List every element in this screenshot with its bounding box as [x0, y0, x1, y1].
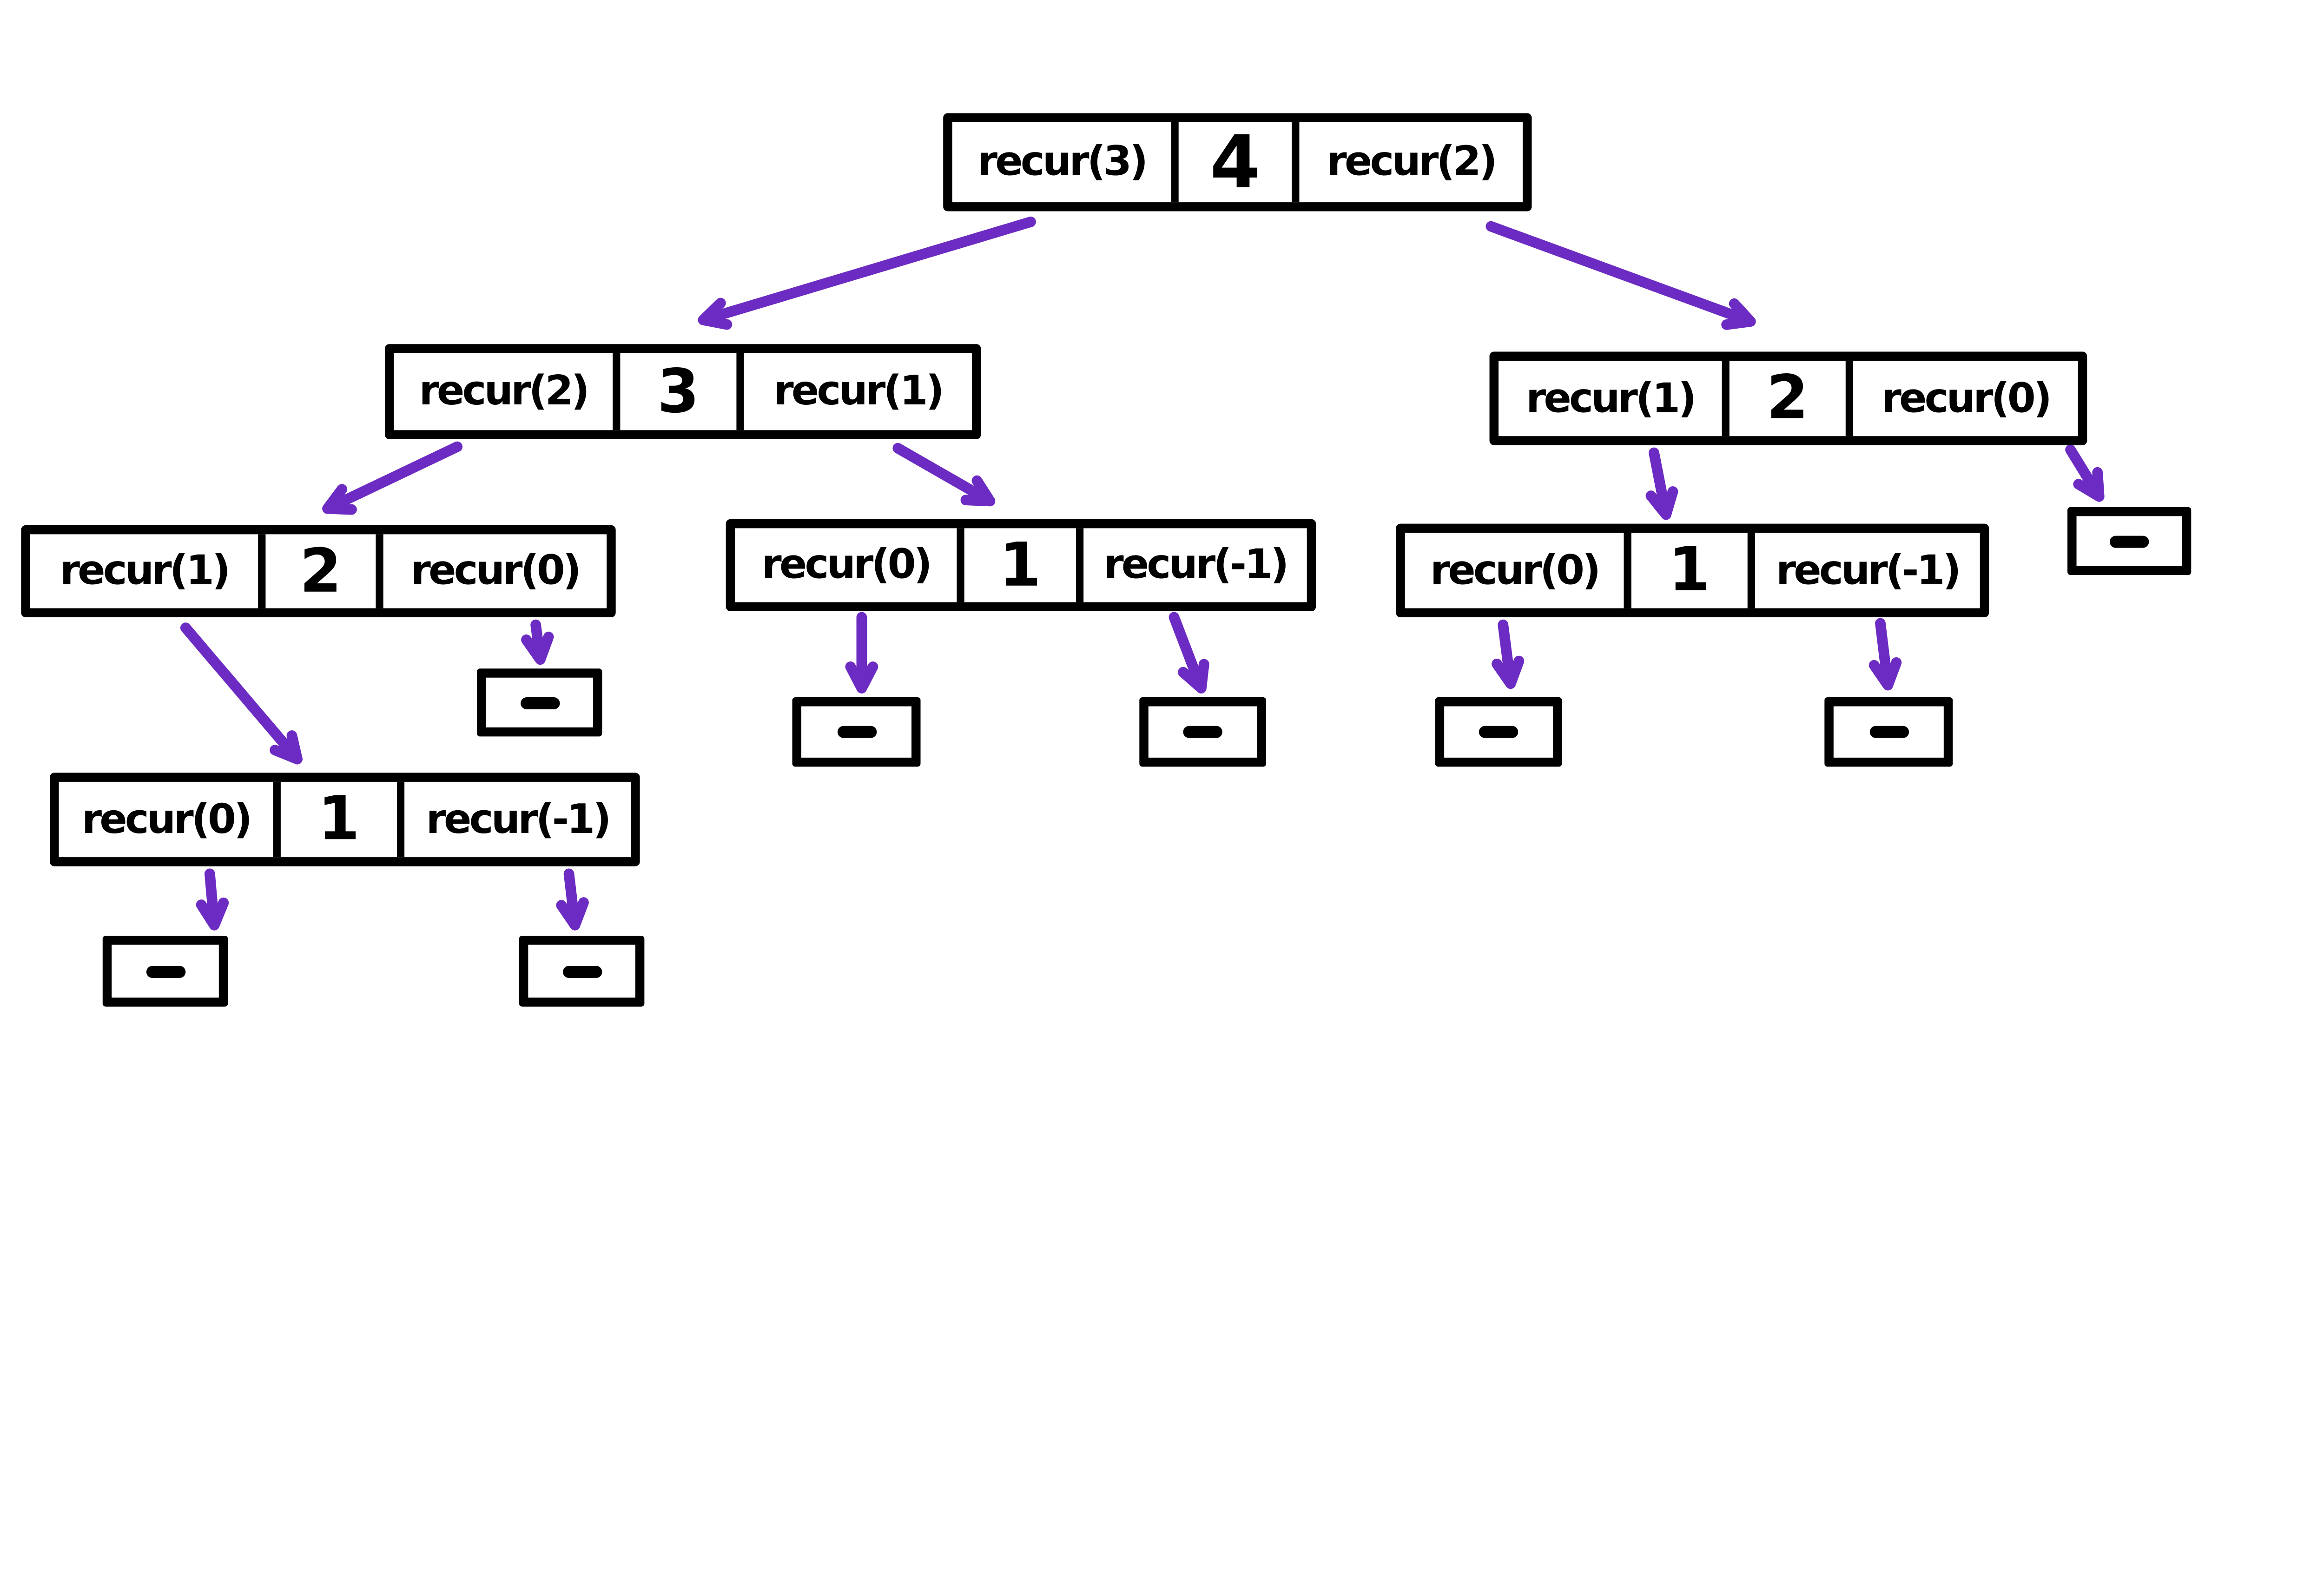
- node-call-cell-left: recur(0): [735, 528, 964, 602]
- node-value-cell: 2: [265, 534, 383, 608]
- dash-marker: [1183, 726, 1222, 738]
- tree-node-level3-mid: recur(0)1 recur(-1): [726, 519, 1316, 611]
- dash-marker: [2109, 535, 2149, 547]
- tree-leaf-leaf-level3-mid-left: [792, 697, 921, 767]
- dash-marker: [145, 965, 185, 978]
- node-call-cell-left: recur(0): [59, 781, 281, 858]
- tree-node-level2-right: recur(1)2 recur(0): [1489, 351, 2087, 445]
- node-call-cell-right: recur(1): [773, 368, 944, 415]
- node-call-cell-left: recur(1): [1499, 360, 1730, 436]
- tree-leaf-leaf-level3-right-right: [1824, 697, 1953, 767]
- arrow-level2-left-to-level3-mid: [892, 443, 996, 507]
- node-value-cell: 3: [620, 353, 744, 430]
- dash-marker: [562, 965, 601, 978]
- node-value-cell: 1: [964, 528, 1084, 602]
- arrow-level4-left-to-leaf-level4-right: [556, 868, 589, 931]
- arrow-level3-mid-to-leaf-level3-mid-right: [1169, 612, 1209, 694]
- tree-leaf-leaf-level3-mid-right: [1139, 697, 1267, 767]
- dash-marker: [1479, 726, 1519, 738]
- dash-marker: [837, 726, 876, 738]
- node-call-cell-right: recur(-1): [1103, 542, 1289, 589]
- tree-node-level3-right: recur(0)1 recur(-1): [1396, 523, 1989, 617]
- arrow-level3-mid-to-leaf-level3-mid-left: [845, 612, 878, 694]
- arrow-level3-left-to-level4-left: [180, 622, 303, 765]
- tree-node-level4-left: recur(0)1 recur(-1): [50, 773, 640, 866]
- arrow-level2-left-to-level3-left: [322, 441, 463, 515]
- tree-leaf-leaf-level3-right-left: [1435, 697, 1562, 767]
- node-call-cell-left: recur(1): [30, 534, 266, 608]
- node-call-cell-right: recur(0): [410, 548, 581, 595]
- arrow-level2-right-to-leaf-level2-right: [2065, 444, 2105, 502]
- arrow-level4-left-to-leaf-level4-left: [196, 868, 229, 931]
- arrow-level3-left-to-leaf-level3-left: [521, 619, 554, 665]
- node-value-cell: 1: [281, 781, 405, 858]
- tree-leaf-leaf-level3-left: [476, 668, 602, 737]
- dash-marker: [520, 696, 559, 709]
- tree-node-level2-left: recur(2)3 recur(1): [384, 344, 981, 439]
- node-call-cell-right: recur(-1): [426, 796, 612, 843]
- tree-node-root: recur(3)4 recur(2): [943, 113, 1532, 211]
- node-call-cell-right: recur(0): [1881, 375, 2052, 422]
- arrow-level2-right-to-level3-right: [1645, 447, 1678, 520]
- node-value-cell: 4: [1179, 122, 1300, 203]
- tree-leaf-leaf-level4-left: [102, 935, 228, 1007]
- arrow-root-to-level2-right: [1486, 221, 1756, 330]
- node-value-cell: 1: [1631, 533, 1755, 608]
- node-call-cell-left: recur(3): [952, 122, 1179, 203]
- node-call-cell-right: recur(2): [1327, 139, 1497, 186]
- node-call-cell-left: recur(0): [1405, 533, 1631, 608]
- node-call-cell-right: recur(-1): [1776, 547, 1961, 594]
- arrow-level3-right-to-leaf-level3-right-left: [1492, 619, 1525, 689]
- dash-marker: [1869, 726, 1908, 738]
- arrow-root-to-level2-left: [698, 216, 1036, 330]
- tree-leaf-leaf-level2-right: [2067, 507, 2192, 575]
- tree-node-level3-left: recur(1)2 recur(0): [21, 525, 616, 617]
- node-call-cell-left: recur(2): [394, 353, 621, 430]
- node-value-cell: 2: [1730, 360, 1854, 436]
- tree-leaf-leaf-level4-right: [519, 935, 645, 1007]
- arrow-level3-right-to-leaf-level3-right-right: [1868, 618, 1902, 691]
